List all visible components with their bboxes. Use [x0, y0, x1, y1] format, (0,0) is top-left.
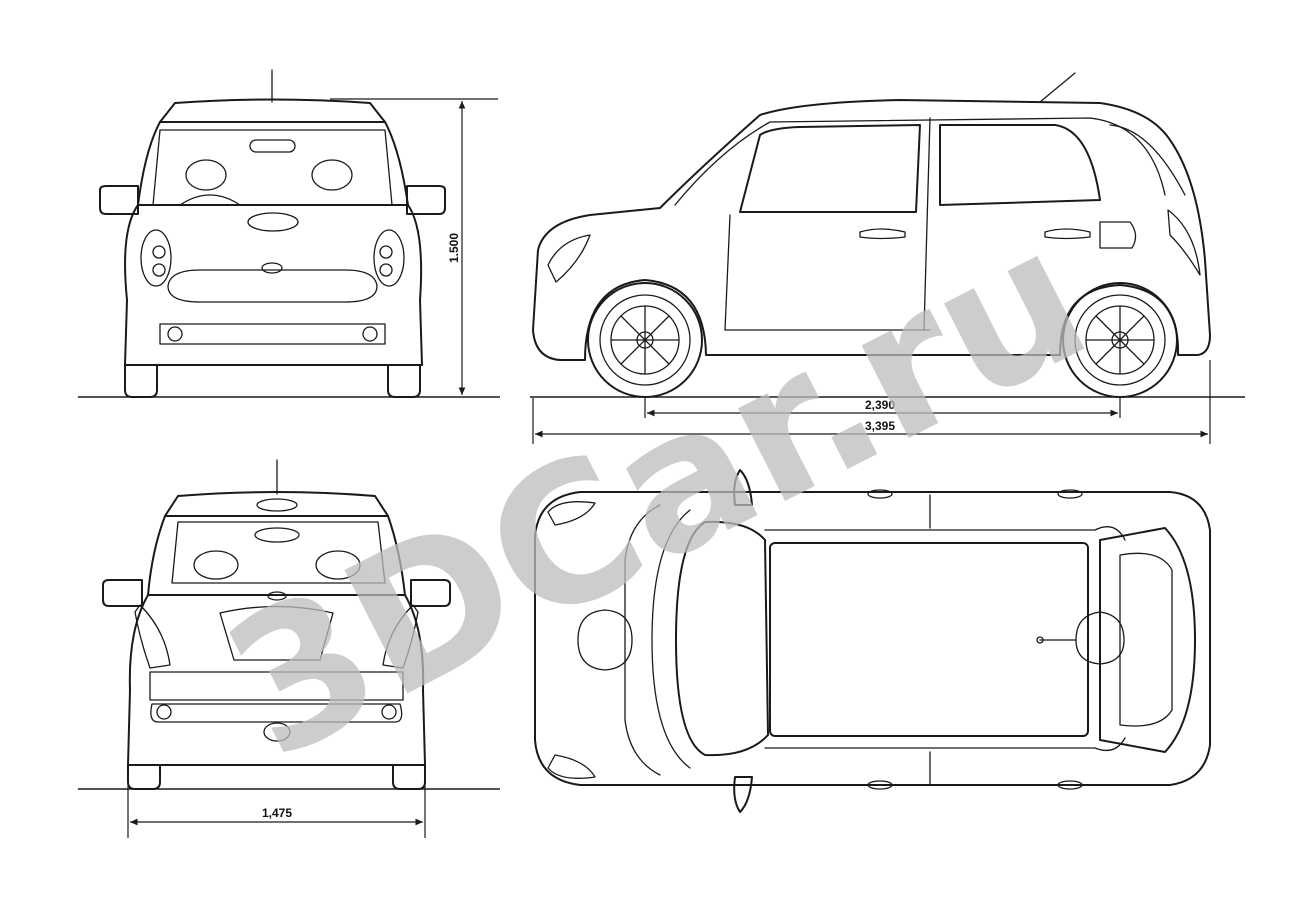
height-dimension-label: 1.500	[447, 233, 461, 263]
top-view	[534, 469, 1211, 813]
side-view: 2,390 3,395	[530, 72, 1245, 444]
front-view: 1.500	[78, 69, 500, 398]
wheelbase-dimension-label: 2,390	[865, 398, 895, 412]
rear-view: 1,475	[78, 459, 500, 838]
length-dimension-label: 3,395	[865, 419, 895, 433]
width-dimension-label: 1,475	[262, 806, 292, 820]
